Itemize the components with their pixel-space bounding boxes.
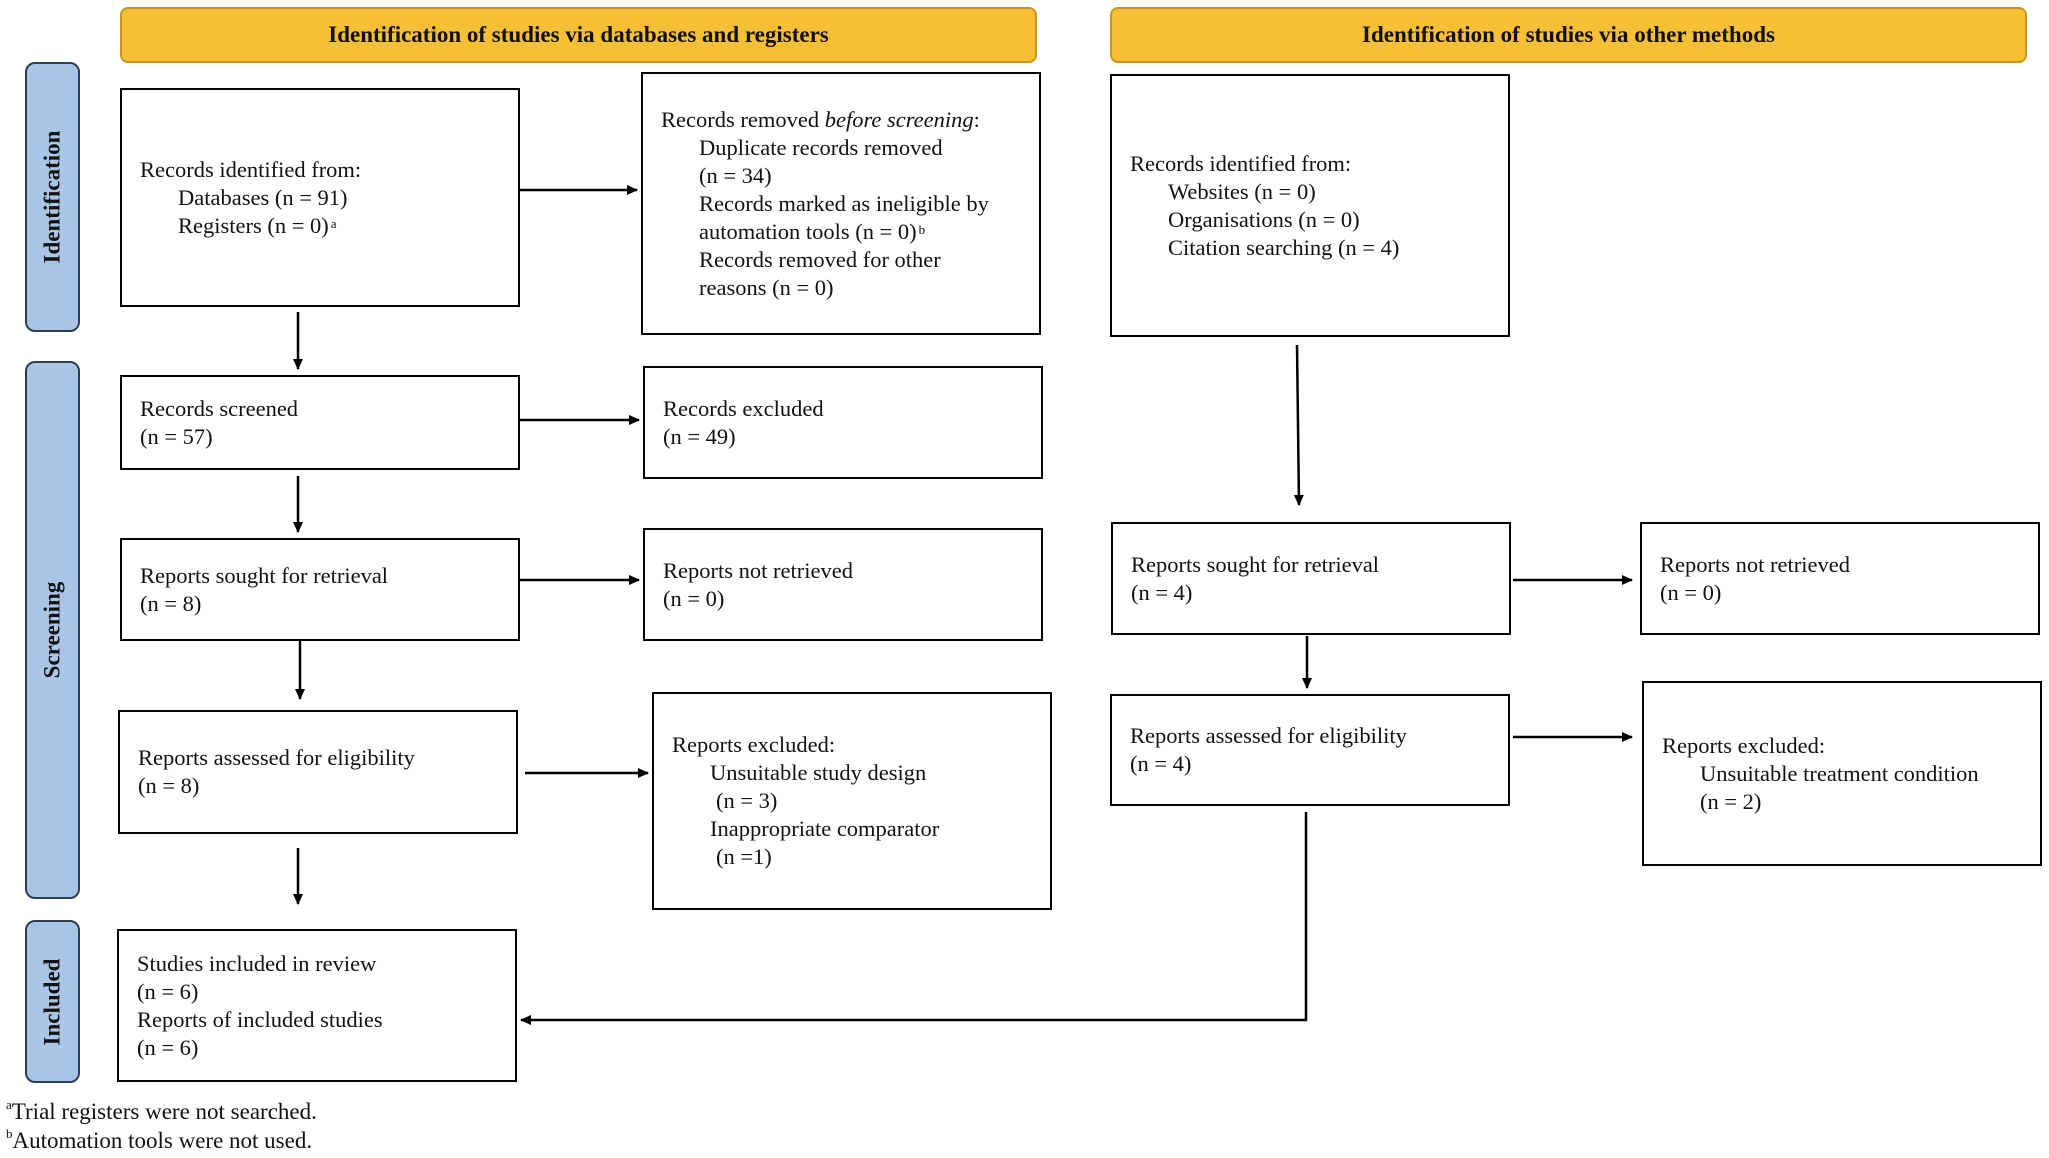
stage-identification: Identification (25, 62, 80, 332)
records-excluded-count: (n = 49) (663, 423, 736, 449)
footnote-b: bAutomation tools were not used. (4, 1126, 313, 1154)
footnote-b-text: Automation tools were not used. (12, 1128, 313, 1153)
header-other-methods: Identification of studies via other meth… (1110, 7, 2027, 63)
records-identified-title: Records identified from: (140, 156, 362, 182)
records-screened-count: (n = 57) (140, 423, 213, 449)
reports-not-retrieved-count-db: (n = 0) (663, 585, 725, 611)
header-databases-registers: Identification of studies via databases … (120, 7, 1037, 63)
reports-assessed-count-other: (n = 4) (1130, 751, 1192, 776)
box-reports-not-retrieved-other: Reports not retrieved (n = 0) (1640, 522, 2040, 635)
stage-screening: Screening (25, 361, 80, 899)
reason-study-design-count: (n = 3) (716, 788, 778, 813)
footnote-a-mark: a (6, 1097, 12, 1112)
reports-excluded-title-db: Reports excluded: (672, 732, 836, 757)
records-removed-title-emph: before screening (824, 106, 974, 132)
reports-not-retrieved-title-db: Reports not retrieved (663, 557, 853, 583)
studies-included-title: Studies included in review (137, 950, 377, 976)
ineligible-automation-line1: Records marked as ineligible by (699, 190, 989, 216)
reason-treatment-condition-count: (n = 2) (1700, 788, 1762, 814)
box-reports-sought-db: Reports sought for retrieval (n = 8) (120, 538, 520, 641)
box-records-screened: Records screened (n = 57) (120, 375, 520, 470)
box-reports-not-retrieved-db: Reports not retrieved (n = 0) (643, 528, 1043, 641)
box-reports-excluded-other: Reports excluded: Unsuitable treatment c… (1642, 681, 2042, 866)
reports-not-retrieved-count-other: (n = 0) (1660, 579, 1722, 605)
records-removed-title-prefix: Records removed (661, 106, 825, 132)
registers-count-text: Registers (n = 0) (178, 212, 329, 238)
reports-assessed-count-db: (n = 8) (138, 773, 200, 798)
records-removed-title-suffix: : (973, 106, 980, 132)
reports-assessed-title-db: Reports assessed for eligibility (138, 745, 415, 770)
citation-searching-count: Citation searching (n = 4) (1168, 234, 1400, 260)
removed-other-line1: Records removed for other (699, 246, 941, 272)
records-removed-title: Records removed before screening: (661, 106, 1021, 134)
footnote-a: aTrial registers were not searched. (4, 1097, 317, 1125)
footnote-b-mark: b (6, 1126, 13, 1141)
box-records-identified-db: Records identified from: Databases (n = … (120, 88, 520, 307)
box-records-identified-other: Records identified from: Websites (n = 0… (1110, 74, 1510, 337)
reports-assessed-title-other: Reports assessed for eligibility (1130, 723, 1407, 748)
reason-comparator-count: (n =1) (716, 844, 772, 869)
box-reports-assessed-other: Reports assessed for eligibility (n = 4) (1110, 694, 1510, 806)
box-reports-assessed-db: Reports assessed for eligibility (n = 8) (118, 710, 518, 834)
box-records-excluded: Records excluded (n = 49) (643, 366, 1043, 479)
reports-sought-count-other: (n = 4) (1131, 579, 1193, 605)
studies-included-count: (n = 6) (137, 978, 199, 1004)
records-identified-other-title: Records identified from: (1130, 150, 1352, 176)
records-screened-title: Records screened (140, 395, 299, 421)
reports-sought-title-db: Reports sought for retrieval (140, 562, 389, 588)
arrow-other-to-included (520, 812, 1308, 1025)
websites-count: Websites (n = 0) (1168, 178, 1316, 204)
reports-not-retrieved-title-other: Reports not retrieved (1660, 551, 1850, 577)
footnote-a-text: Trial registers were not searched. (11, 1099, 317, 1124)
reason-treatment-condition: Unsuitable treatment condition (1700, 760, 1979, 786)
box-studies-included: Studies included in review (n = 6) Repor… (117, 929, 517, 1082)
reason-study-design: Unsuitable study design (710, 760, 927, 785)
reports-included-count: (n = 6) (137, 1034, 199, 1060)
automation-footnote-mark: b (918, 221, 926, 237)
stage-included: Included (25, 920, 80, 1083)
reports-sought-count-db: (n = 8) (140, 590, 202, 616)
reports-included-title: Reports of included studies (137, 1006, 383, 1032)
registers-footnote-mark: a (330, 215, 337, 231)
box-reports-excluded-db: Reports excluded: Unsuitable study desig… (652, 692, 1052, 910)
removed-other-line2: reasons (n = 0) (699, 274, 834, 300)
organisations-count: Organisations (n = 0) (1168, 206, 1360, 232)
box-records-removed: Records removed before screening: Duplic… (641, 72, 1041, 335)
records-excluded-title: Records excluded (663, 395, 824, 421)
box-reports-sought-other: Reports sought for retrieval (n = 4) (1111, 522, 1511, 635)
ineligible-automation-line2-text: automation tools (n = 0) (699, 218, 917, 244)
reports-sought-title-other: Reports sought for retrieval (1131, 551, 1380, 577)
reason-comparator: Inappropriate comparator (710, 816, 940, 841)
reports-excluded-title-other: Reports excluded: (1662, 732, 1826, 758)
arrow-identified-to-sought-other (1293, 344, 1304, 506)
databases-count: Databases (n = 91) (178, 184, 348, 210)
registers-count: Registers (n = 0)a (140, 212, 500, 240)
ineligible-automation-line2: automation tools (n = 0)b (661, 218, 1021, 246)
duplicates-removed: Duplicate records removed (699, 134, 943, 160)
duplicates-removed-count: (n = 34) (699, 162, 772, 188)
